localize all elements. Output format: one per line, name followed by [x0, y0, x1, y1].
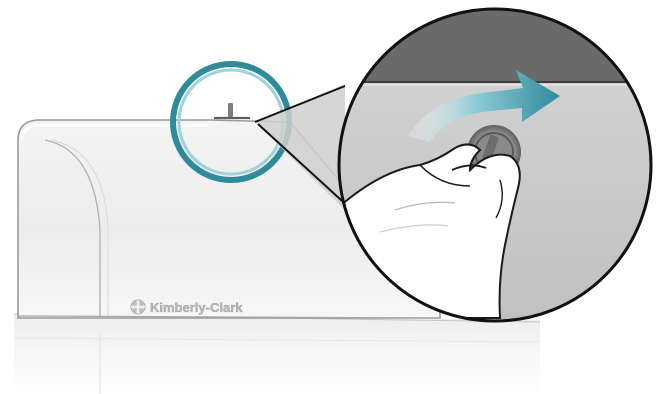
dispenser-top-lock	[214, 103, 250, 118]
brand-name: Kimberly-Clark	[150, 300, 243, 315]
kimberly-clark-emblem-icon	[131, 300, 145, 314]
detail-lid-top	[330, 0, 660, 82]
dispenser-base	[14, 314, 540, 394]
